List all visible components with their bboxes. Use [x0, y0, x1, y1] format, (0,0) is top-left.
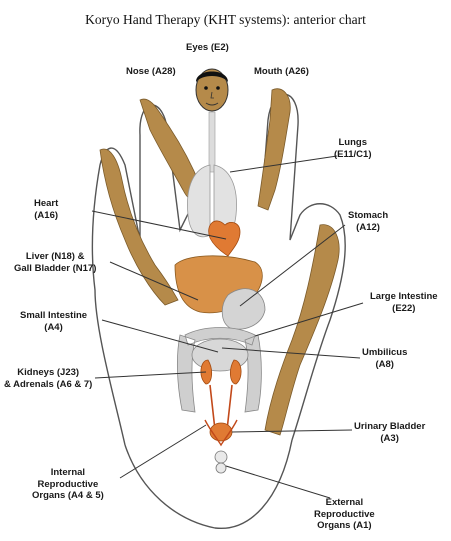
label-large-intestine: Large Intestine(E22) — [370, 291, 438, 314]
right-arm — [257, 88, 291, 211]
leader-lines — [91, 155, 364, 499]
label-eyes: Eyes (E2) — [186, 42, 229, 53]
label-small-intestine: Small Intestine(A4) — [20, 310, 88, 333]
label-nose: Nose (A28) — [126, 66, 176, 77]
right-leg — [264, 224, 340, 436]
label-umbilicus: Umbilicus(A8) — [362, 347, 408, 370]
label-liver-gall-bladder: Liver (N18) &Gall Bladder (N17) — [14, 251, 97, 274]
label-urinary-bladder: Urinary Bladder(A3) — [354, 421, 426, 444]
palm-outline — [124, 439, 293, 529]
chart-title: Koryo Hand Therapy (KHT systems): anteri… — [85, 12, 366, 27]
label-stomach: Stomach(A12) — [348, 210, 389, 233]
internal-reproductive-organs — [204, 419, 238, 447]
label-kidneys-adrenals: Kidneys (J23)& Adrenals (A6 & 7) — [4, 367, 93, 390]
head — [195, 68, 229, 112]
ureters — [209, 384, 233, 431]
stomach — [221, 288, 266, 330]
label-mouth: Mouth (A26) — [254, 66, 309, 77]
kidneys — [200, 359, 242, 385]
external-reproductive-organs — [214, 450, 228, 474]
trachea — [208, 111, 216, 173]
urinary-bladder — [209, 422, 233, 442]
label-heart: Heart(A16) — [34, 198, 59, 221]
lungs — [187, 164, 237, 238]
label-lungs: Lungs(E11/C1) — [334, 137, 372, 160]
left-leg — [99, 148, 179, 306]
